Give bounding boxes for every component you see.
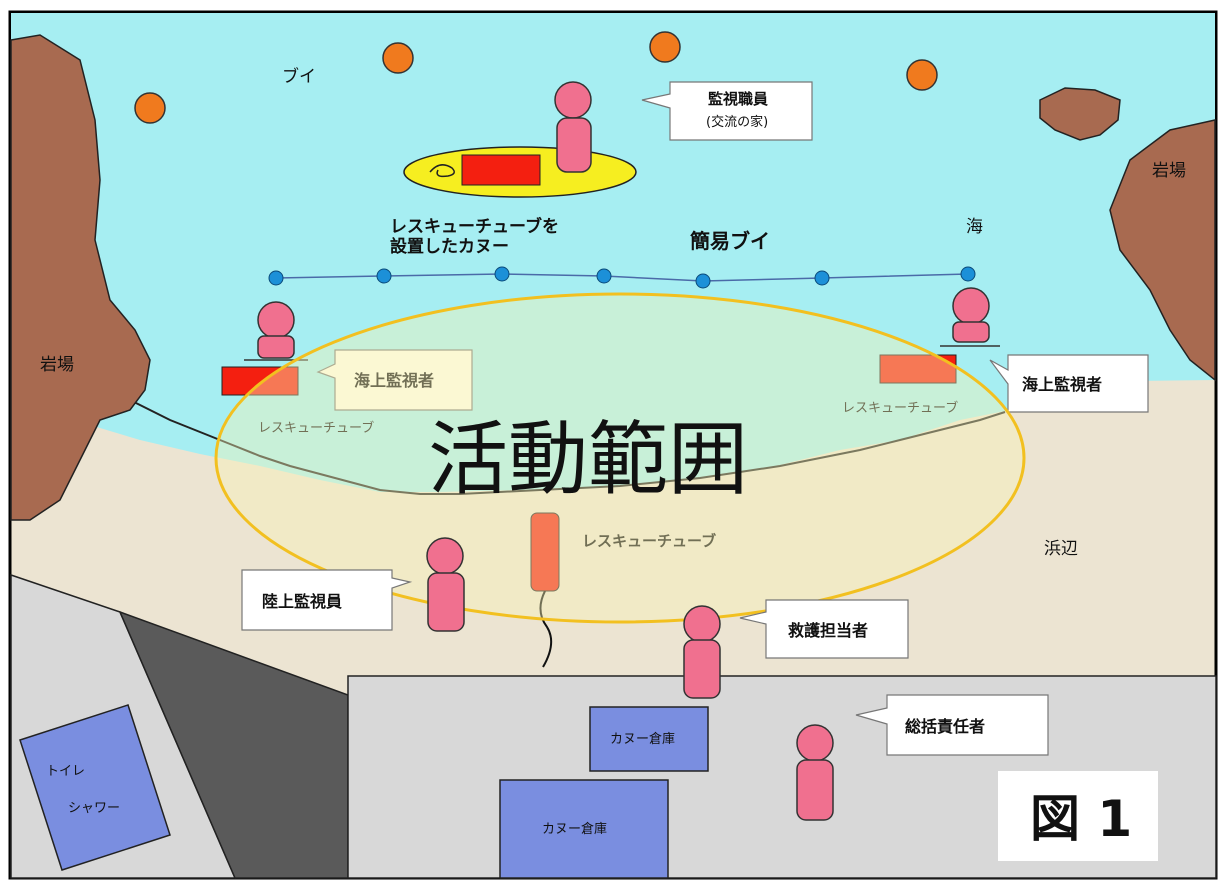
rescue-tube-right [879,354,957,384]
label-land-watcher: 陸上監視員 [262,592,342,611]
sea-watcher-right-bubble [989,354,1149,413]
label-rocks-right: 岩場 [1152,161,1186,181]
small-buoy [376,268,392,284]
toilet-building [19,704,171,871]
label-figure: 図 1 [1030,790,1132,848]
rescue-person-bubble [739,599,909,659]
label-buoy: ブイ [282,66,316,87]
chief-bubble [855,694,1049,756]
label-tube-left: レスキューチューブ [258,420,374,436]
rocks-left-upper [10,34,151,521]
shoreline [129,399,1006,495]
label-canoe-shed-small: カヌー倉庫 [610,732,675,747]
label-activity-area: 活動範囲 [428,413,748,506]
label-canoe-line1: レスキューチューブを [390,216,559,237]
label-staff-title: 監視職員 [708,90,768,108]
label-staff-sub: (交流の家) [706,114,768,130]
rock-island [1039,87,1121,141]
label-rocks-left: 岩場 [40,355,74,375]
label-chief: 総括責任者 [905,717,985,736]
label-shower: シャワー [68,801,120,816]
sea-watcher-right [940,287,1000,347]
small-buoy [695,273,711,289]
land-watcher-bubble [241,569,413,631]
rocks-right [1109,119,1216,382]
small-buoy [494,266,510,282]
small-buoy [960,266,976,282]
canoe-shed-small [589,706,709,772]
canoe-shed-large [499,779,669,879]
label-toilet: トイレ [46,764,85,779]
rope-icon [429,164,455,178]
rescue-tube-left [221,366,299,396]
small-buoy [268,270,284,286]
activity-area-ellipse [214,292,1026,624]
buoy [649,31,681,63]
buoy [382,42,414,74]
label-sea: 海 [966,217,983,237]
label-tube-right: レスキューチューブ [842,400,958,416]
label-sea-watcher-left: 海上監視者 [354,371,434,390]
label-tube-center: レスキューチューブ [582,532,716,550]
small-buoy [814,270,830,286]
rescue-tube-rope [539,590,553,668]
staff-bubble [641,81,813,141]
figure-label-box [998,771,1158,861]
staff-person [554,81,592,173]
small-buoy [596,268,612,284]
label-sea-watcher-right: 海上監視者 [1022,375,1102,394]
label-rescue-person: 救護担当者 [788,621,868,640]
sea-watcher-left-bubble [316,349,473,411]
chief-person [796,724,834,821]
buoy [906,59,938,91]
label-canoe-shed-large: カヌー倉庫 [542,822,607,837]
label-simple-buoy: 簡易ブイ [690,229,770,253]
rescue-person [683,605,721,699]
canoe-rescue-tube [461,154,541,186]
label-canoe-line2: 設置したカヌー [390,236,509,257]
label-beach: 浜辺 [1044,539,1078,559]
land-watcher [426,537,465,632]
buoy [134,92,166,124]
